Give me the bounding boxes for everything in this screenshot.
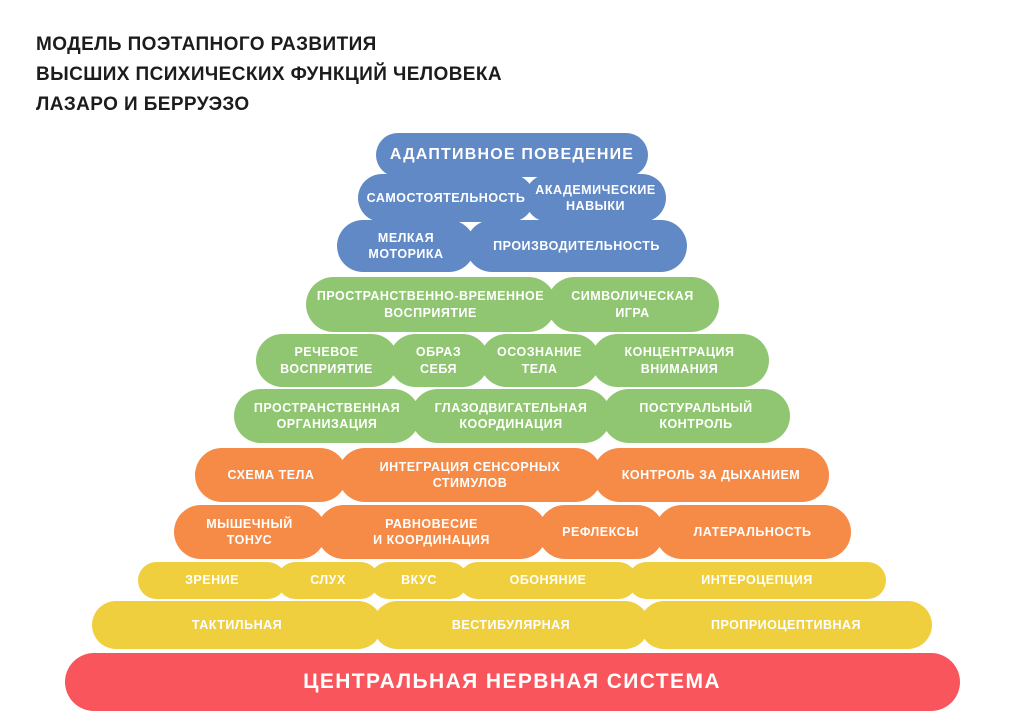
title-line-1: МОДЕЛЬ ПОЭТАПНОГО РАЗВИТИЯ (36, 34, 377, 55)
pyramid-block: ИНТЕРОЦЕПЦИЯ (628, 562, 886, 599)
title-line-3: ЛАЗАРО И БЕРРУЭЗО (36, 94, 250, 115)
pyramid-level-1: ЦЕНТРАЛЬНАЯ НЕРВНАЯ СИСТЕМА (64, 653, 960, 711)
pyramid-block: РАВНОВЕСИЕ И КООРДИНАЦИЯ (316, 505, 547, 559)
pyramid-block: СИМВОЛИЧЕСКАЯ ИГРА (546, 277, 719, 332)
pyramid-block: АКАДЕМИЧЕСКИЕ НАВЫКИ (525, 174, 666, 222)
pyramid-block: АДАПТИВНОЕ ПОВЕДЕНИЕ (376, 133, 648, 177)
pyramid-block: СХЕМА ТЕЛА (195, 448, 347, 502)
pyramid-block: ЛАТЕРАЛЬНОСТЬ (654, 505, 851, 559)
title-block: МОДЕЛЬ ПОЭТАПНОГО РАЗВИТИЯ ВЫСШИХ ПСИХИЧ… (36, 30, 502, 120)
pyramid-block: МЕЛКАЯ МОТОРИКА (337, 220, 475, 272)
pyramid-block: МЫШЕЧНЫЙ ТОНУС (173, 505, 326, 559)
pyramid-block: ЗРЕНИЕ (138, 562, 286, 599)
pyramid-block: ИНТЕГРАЦИЯ СЕНСОРНЫХ СТИМУЛОВ (338, 448, 602, 502)
pyramid-block: ОСОЗНАНИЕ ТЕЛА (479, 334, 600, 387)
pyramid-block: ПРОИЗВОДИТЕЛЬНОСТЬ (466, 220, 687, 272)
pyramid-block: ВЕСТИБУЛЯРНАЯ (373, 601, 649, 649)
pyramid-block: КОНТРОЛЬ ЗА ДЫХАНИЕМ (593, 448, 829, 502)
title-line-2: ВЫСШИХ ПСИХИЧЕСКИХ ФУНКЦИЙ ЧЕЛОВЕКА (36, 64, 503, 85)
pyramid-block: ТАКТИЛЬНАЯ (92, 601, 382, 649)
pyramid-block: ЦЕНТРАЛЬНАЯ НЕРВНАЯ СИСТЕМА (64, 653, 960, 711)
pyramid-block: ВКУС (370, 562, 468, 599)
pyramid-block: ПРОСТРАНСТВЕННАЯ ОРГАНИЗАЦИЯ (234, 389, 420, 443)
pyramid-block: РЕЧЕВОЕ ВОСПРИЯТИЕ (255, 334, 398, 387)
pyramid-block: ГЛАЗОДВИГАТЕЛЬНАЯ КООРДИНАЦИЯ (411, 389, 611, 443)
pyramid-block: САМОСТОЯТЕЛЬНОСТЬ (358, 174, 534, 222)
pyramid-block: РЕФЛЕКСЫ (537, 505, 664, 559)
pyramid-block: ОБОНЯНИЕ (459, 562, 637, 599)
pyramid-block: СЛУХ (277, 562, 379, 599)
pyramid-block: ПРОПРИОЦЕПТИВНАЯ (640, 601, 932, 649)
pyramid-block: КОНЦЕНТРАЦИЯ ВНИМАНИЯ (590, 334, 769, 387)
pyramid-level-11: АДАПТИВНОЕ ПОВЕДЕНИЕ (376, 133, 648, 177)
pyramid-block: ПОСТУРАЛЬНЫЙ КОНТРОЛЬ (602, 389, 790, 443)
pyramid-block: ОБРАЗ СЕБЯ (388, 334, 489, 387)
pyramid-block: ПРОСТРАНСТВЕННО-ВРЕМЕННОЕ ВОСПРИЯТИЕ (305, 277, 556, 332)
